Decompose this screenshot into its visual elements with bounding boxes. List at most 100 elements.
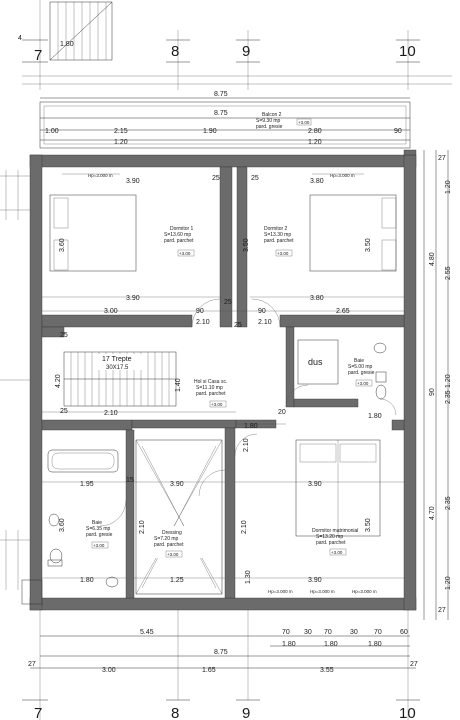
dim-label: 25	[224, 299, 232, 306]
walls	[29, 149, 417, 611]
dim-label: 3.90	[170, 481, 184, 488]
level-tag: +3.00	[298, 120, 310, 125]
dim-label: 2.10	[258, 319, 272, 326]
dim-label: 1.65	[202, 667, 216, 674]
dim-label: 3.90	[126, 295, 140, 302]
room-name: Baie	[354, 358, 364, 364]
dim-label: 15	[126, 477, 134, 484]
right-interior-dims: 3.50 3.50	[243, 238, 372, 252]
room-name: Balcon 2	[262, 112, 282, 118]
ceiling-height: Hp=3.000 m	[330, 173, 355, 178]
dim-label: 25	[60, 408, 68, 415]
room-dormitor-matrimonial: 3.90 Dormitor matrimonial S=13.20 mp par…	[234, 433, 404, 594]
dim-label: 70	[282, 629, 290, 636]
dim-label: 1.80	[282, 641, 296, 648]
room-area: S=13.20 mp	[316, 534, 343, 540]
room-area: S=13.60 mp	[164, 232, 191, 238]
dim-label: 4.80	[429, 252, 436, 266]
room-hol-casa-scara: 17 Trepte 30X17.5 4.20 2.10 1.40 Hol si …	[42, 332, 397, 430]
bottom-dimensions: 5.45 70 30 70 30 70 60 1.80 1.80 1.80 8.…	[28, 629, 418, 674]
dim-label: 3.55	[320, 667, 334, 674]
dim-label: 2.65	[336, 308, 350, 315]
axis-label: 7	[34, 47, 42, 64]
dim-label: 1.25	[170, 577, 184, 584]
dim-label: 5.45	[140, 629, 154, 636]
dim-label: 4.20	[55, 374, 62, 388]
room-area: S=13.30 mp	[264, 232, 291, 238]
room-name: Dormitor 2	[264, 226, 288, 232]
dim-label: 8.75	[214, 91, 228, 98]
dim-label: 8.75	[214, 110, 228, 117]
dim-label: 2.35	[445, 496, 452, 510]
dim-label: 1.80	[324, 641, 338, 648]
level-tag: +3.00	[211, 402, 223, 407]
level-tag: +3.00	[357, 381, 369, 386]
dim-label: 30	[304, 629, 312, 636]
axis-label: 9	[242, 705, 250, 720]
balcony: Balcon 2 S=9.30 mp pard. gresie +3.00	[39, 101, 411, 149]
dim-label: 27	[28, 661, 36, 668]
dim-label: 3.80	[310, 178, 324, 185]
dim-label: 27	[438, 607, 446, 614]
center-dimensions: 3.00 90 90 2.65 2.10 2.10 25 25	[42, 298, 404, 329]
room-name: Dormitor 1	[170, 226, 194, 232]
dim-label: 2.10	[139, 520, 146, 534]
room-name: Dormitor matrimonial	[312, 528, 358, 534]
dim-label: 1.20	[445, 374, 452, 388]
dim-label: 60	[400, 629, 408, 636]
dim-label: 3.50	[365, 518, 372, 532]
ceiling-height: Hp=3.000 m	[268, 589, 293, 594]
dim-label: 1.95	[80, 481, 94, 488]
room-floor: pard. gresie	[348, 370, 375, 376]
room-area: S=5.00 mp	[348, 364, 373, 370]
dim-label: 70	[374, 629, 382, 636]
dim-label: 20	[278, 409, 286, 416]
room-area: S=11.10 mp	[196, 385, 223, 391]
dim-label: 1.20	[445, 576, 452, 590]
dim-label: 2.35	[445, 390, 452, 404]
dim-label: 4.70	[429, 506, 436, 520]
dim-label: 1.00	[45, 128, 59, 135]
room-dormitor-2: Hp=3.000 m 3.80 Dormitor 2 S=13.30 mp pa…	[250, 173, 404, 302]
dim-label: 2.10	[241, 520, 248, 534]
dim-label: 2.80	[308, 128, 322, 135]
dim-label: 90	[258, 308, 266, 315]
dim-label: 3.80	[310, 295, 324, 302]
dim-label: 25	[60, 332, 68, 339]
room-floor: pard. parchet	[164, 238, 194, 244]
room-floor: pard. gresie	[256, 124, 283, 130]
dim-label: 1.80	[80, 577, 94, 584]
dim-label: 1.80	[60, 41, 74, 48]
dim-label: 2.10	[243, 438, 250, 452]
level-tag: +3.00	[167, 552, 179, 557]
dim-label: 3.90	[126, 178, 140, 185]
dim-label: 30	[350, 629, 358, 636]
bottom-axis-marks: 7 8 9 10	[22, 610, 420, 720]
room-name: Dressing	[162, 530, 182, 536]
room-floor: pard. gresie	[86, 532, 113, 538]
dim-label: 25	[212, 175, 220, 182]
dim-label: 3.90	[308, 481, 322, 488]
stair-step-size: 30X17.5	[106, 365, 129, 371]
room-dressing: Dressing S=7.20 mp pard. parchet +3.00 3…	[134, 439, 226, 595]
dim-label: 25	[251, 175, 259, 182]
room-area: S=6.35 mp	[86, 526, 111, 532]
axis-label: 10	[399, 705, 416, 720]
dim-label: 90	[196, 308, 204, 315]
level-tag: +3.00	[277, 251, 289, 256]
dim-label: 4	[18, 35, 22, 42]
room-area: S=9.30 mp	[256, 118, 281, 124]
axis-label: 9	[242, 43, 250, 60]
dim-label: 90	[429, 388, 436, 396]
dim-label: 27	[410, 661, 418, 668]
room-area: S=7.20 mp	[154, 536, 179, 542]
room-dormitor-1: Hp=3.000 m 3.90 3.60 Dormitor 1 S=13.60 …	[42, 173, 220, 302]
ceiling-height: Hp=3.000 m	[310, 589, 335, 594]
axis-label: 8	[171, 705, 179, 720]
dim-label: 1.40	[175, 378, 182, 392]
level-tag: +3.00	[179, 251, 191, 256]
room-floor: pard. parchet	[264, 238, 294, 244]
axis-label: 7	[34, 705, 42, 720]
dim-label: 3.60	[59, 518, 66, 532]
